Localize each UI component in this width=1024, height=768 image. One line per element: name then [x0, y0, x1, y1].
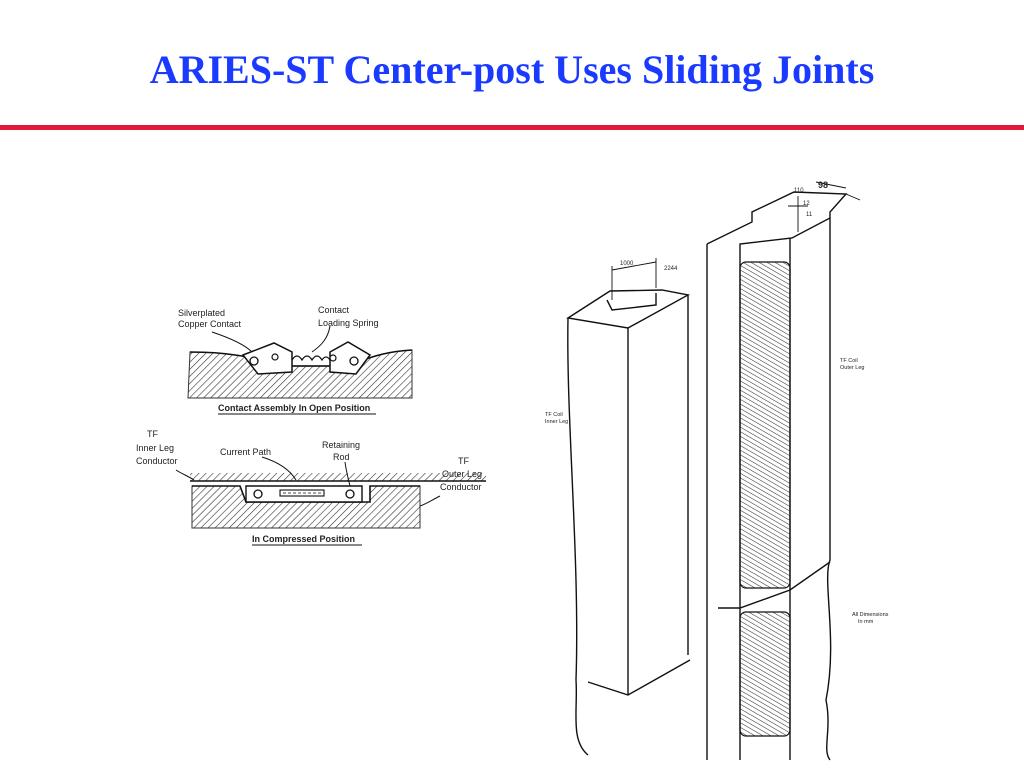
- center-post-drawing: 1000 2244 98 110 12 11 TF Coil Inner Leg…: [545, 180, 889, 761]
- contact-assembly-diagram: Silverplated Copper Contact Contact Load…: [136, 305, 486, 546]
- label-inner-conductor: Conductor: [136, 456, 178, 466]
- label-rod: Rod: [333, 452, 350, 462]
- title-underline: [0, 125, 1024, 130]
- compressed-position-drawing: [175, 456, 486, 529]
- dim-1000: 1000: [620, 261, 634, 267]
- caption-compressed-position: In Compressed Position: [252, 534, 355, 544]
- label-all-dimensions: All Dimensions: [852, 612, 889, 618]
- label-in-mm: In mm: [858, 619, 874, 625]
- label-outer-conductor: Conductor: [440, 482, 482, 492]
- label-tf-coil-outer: TF Coil: [840, 358, 858, 364]
- dim-98: 98: [818, 180, 828, 190]
- label-outer-leg-post: Outer Leg: [840, 365, 864, 371]
- inner-leg-post: [566, 289, 691, 756]
- label-tf-inner: TF: [147, 429, 158, 439]
- label-retaining: Retaining: [322, 440, 360, 450]
- dim-110: 110: [794, 188, 804, 194]
- label-copper-contact: Copper Contact: [178, 319, 242, 329]
- slide-title: ARIES-ST Center-post Uses Sliding Joints: [149, 47, 875, 92]
- label-outer-leg: Outer Leg: [442, 469, 482, 479]
- caption-open-position: Contact Assembly In Open Position: [218, 403, 370, 413]
- dim-12: 12: [803, 201, 810, 207]
- label-silverplated: Silverplated: [178, 308, 225, 318]
- label-inner-leg-post: Inner Leg: [545, 419, 568, 425]
- dimension-lines: [611, 181, 861, 300]
- label-contact: Contact: [318, 305, 350, 315]
- dim-11: 11: [806, 212, 813, 218]
- label-loading-spring: Loading Spring: [318, 318, 379, 328]
- label-current-path: Current Path: [220, 447, 271, 457]
- label-inner-leg: Inner Leg: [136, 443, 174, 453]
- outer-leg-post: [706, 191, 848, 761]
- label-tf-outer: TF: [458, 456, 469, 466]
- open-position-drawing: [187, 325, 413, 399]
- label-tf-coil-inner: TF Coil: [545, 412, 563, 418]
- dim-2244: 2244: [664, 266, 678, 272]
